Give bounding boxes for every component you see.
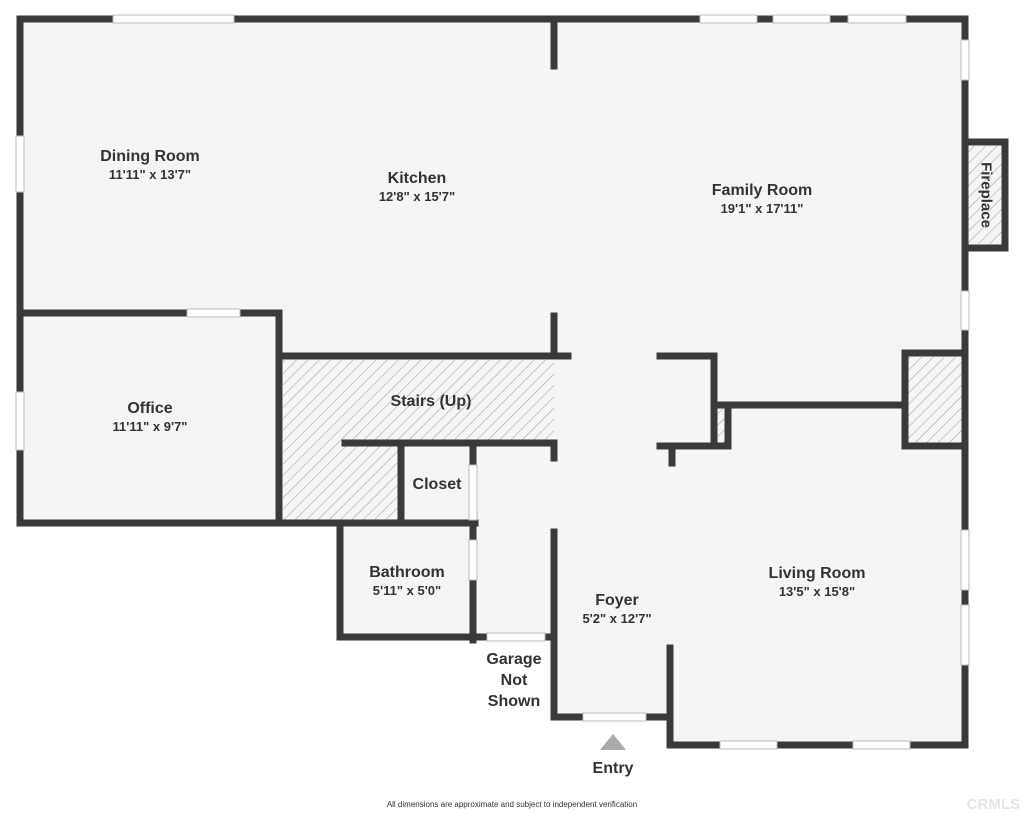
- room-office: Office 11'11" x 9'7": [113, 400, 188, 434]
- room-name: Bathroom: [369, 564, 445, 581]
- floor: [20, 19, 1005, 745]
- watermark: CRMLS: [966, 796, 1020, 813]
- room-dims: 11'11" x 13'7": [108, 167, 192, 182]
- room-name: Dining Room: [100, 148, 200, 165]
- disclaimer: All dimensions are approximate and subje…: [386, 800, 638, 809]
- room-living: Living Room 13'5" x 15'8": [769, 565, 866, 599]
- room-dims: 5'2" x 12'7": [582, 611, 652, 626]
- room-bathroom: Bathroom 5'11" x 5'0": [369, 564, 445, 598]
- room-name: Kitchen: [387, 170, 447, 187]
- room-name: Family Room: [711, 182, 813, 199]
- room-foyer: Foyer 5'2" x 12'7": [582, 592, 651, 626]
- room-dims: 19'1" x 17'11": [720, 201, 804, 216]
- room-name: Office: [127, 400, 173, 417]
- room-kitchen: Kitchen 12'8" x 15'7": [379, 170, 455, 204]
- fireplace-label: Fireplace: [977, 162, 995, 228]
- room-closet: Closet: [413, 476, 462, 494]
- room-dims: 13'5" x 15'8": [778, 584, 856, 599]
- room-family: Family Room 19'1" x 17'11": [712, 182, 812, 216]
- room-dims: 12'8" x 15'7": [378, 189, 456, 204]
- room-name: Closet: [412, 476, 462, 493]
- room-name: Foyer: [595, 592, 639, 609]
- garage-label: Garage Not Shown: [486, 651, 542, 710]
- room-name: Living Room: [768, 565, 866, 582]
- stairs-hatch: [283, 146, 1002, 520]
- room-dining: Dining Room 11'11" x 13'7": [100, 148, 200, 182]
- room-dims: 5'11" x 5'0": [372, 583, 442, 598]
- windows: [15, 14, 970, 750]
- entry-arrow-icon: [600, 734, 626, 750]
- room-dims: 11'11" x 9'7": [112, 419, 188, 434]
- entry-label: Entry: [592, 760, 634, 777]
- room-stairs: Stairs (Up): [391, 393, 472, 411]
- room-name: Stairs (Up): [390, 393, 472, 410]
